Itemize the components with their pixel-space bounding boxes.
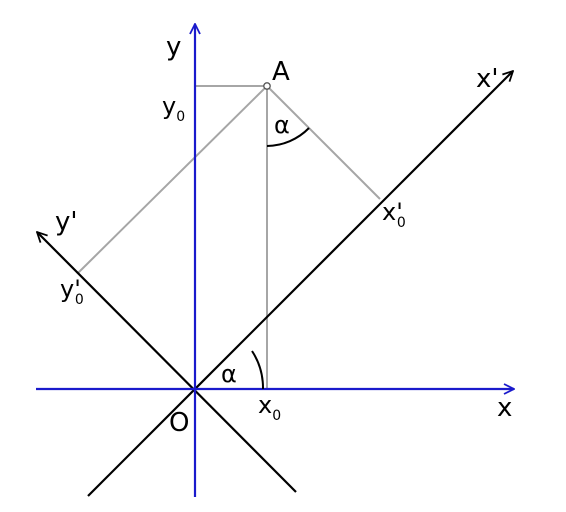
projection-a-to-y0-prime	[77, 85, 268, 274]
y0-label-base: y	[162, 92, 176, 120]
y0-label-sub: 0	[176, 109, 185, 125]
y0-prime-label-sub: 0	[75, 292, 84, 308]
x-axis-label: x	[497, 393, 512, 423]
x-prime-axis	[87, 71, 513, 497]
alpha-top-label: α	[274, 111, 290, 139]
x0-label: x0	[258, 391, 281, 424]
x-prime-axis-label: x'	[476, 64, 499, 94]
point-a-label: A	[272, 57, 290, 87]
x0-label-sub: 0	[272, 408, 281, 424]
x0-prime-label-sub: 0	[397, 215, 406, 231]
y0-prime-label-base: y'	[60, 275, 81, 303]
angle-arc-bottom	[251, 350, 265, 390]
y0-label: y0	[162, 92, 185, 125]
y-axis-label: y	[166, 32, 181, 62]
x0-prime-label: x'0	[382, 198, 406, 231]
x0-prime-label-base: x'	[382, 198, 403, 226]
y-prime-axis-label: y'	[55, 207, 78, 237]
y-prime-axis	[37, 232, 297, 493]
point-a-marker	[263, 82, 271, 90]
origin-label: O	[169, 408, 189, 438]
projection-a-to-x0-prime	[266, 85, 381, 200]
alpha-bottom-label: α	[221, 360, 237, 388]
angle-arc-top	[266, 127, 310, 147]
x0-label-base: x	[258, 391, 272, 419]
y0-prime-label: y'0	[60, 275, 84, 308]
